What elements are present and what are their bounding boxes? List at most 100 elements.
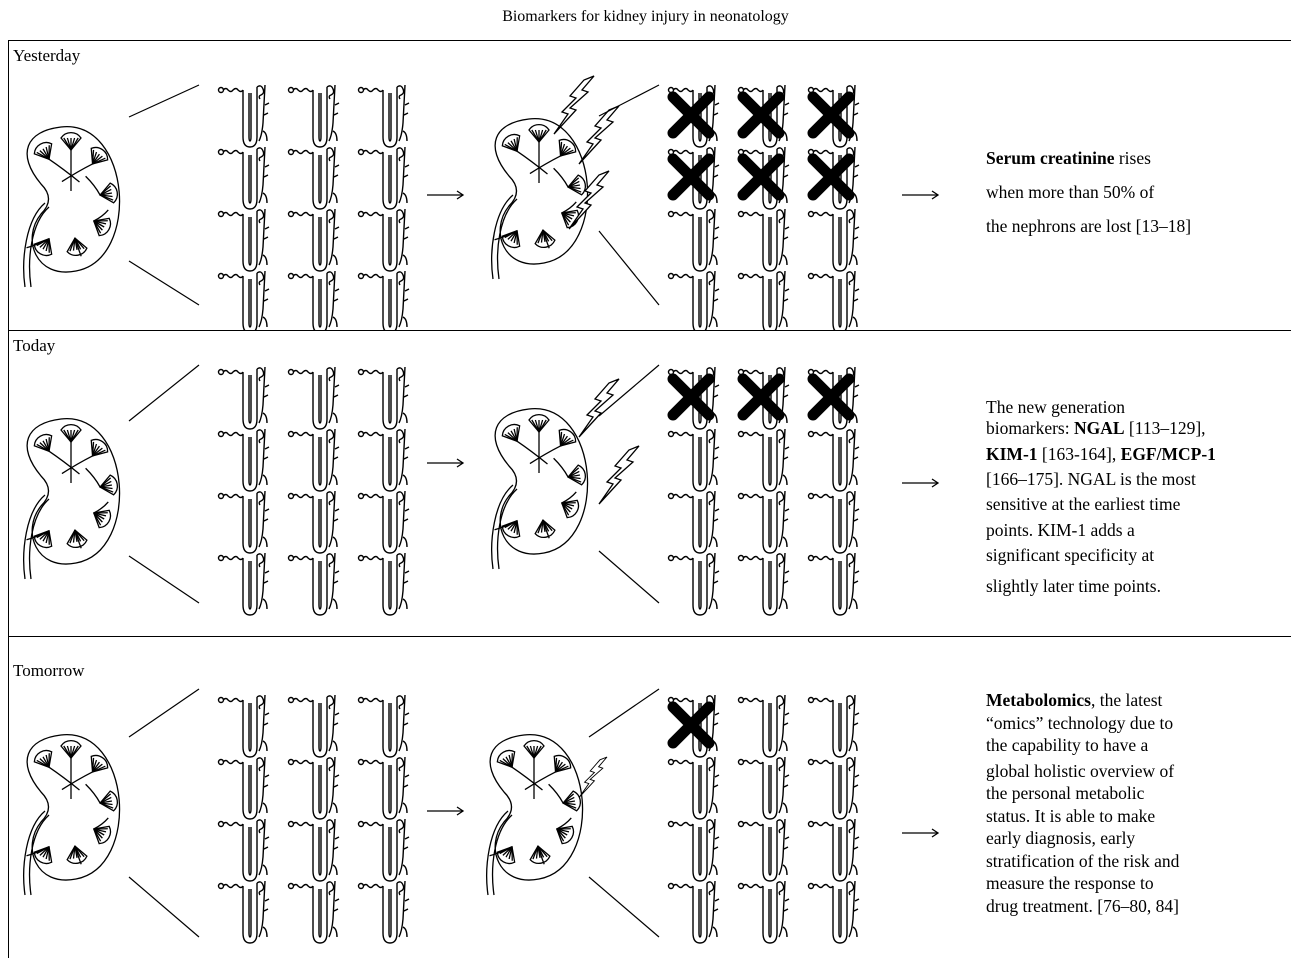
nephron-icon — [737, 208, 790, 272]
nephron-icon — [737, 490, 790, 554]
injured-kidney-icon — [491, 408, 589, 570]
lost-nephron-cross-icon — [737, 91, 785, 139]
nephron-icon — [807, 208, 860, 272]
nephron-icon — [737, 818, 790, 882]
nephron-icon — [807, 270, 860, 331]
nephron-icon — [217, 270, 270, 331]
lost-nephron-cross-icon — [667, 91, 715, 139]
row-label: Tomorrow — [13, 661, 85, 680]
nephron-icon — [737, 880, 790, 944]
nephron-grid-injured — [667, 366, 860, 616]
nephron-icon — [217, 880, 270, 944]
nephron-grid-healthy — [217, 84, 410, 331]
lightning-icon — [578, 105, 620, 165]
lost-nephron-cross-icon — [667, 153, 715, 201]
lost-nephron-cross-icon — [807, 153, 855, 201]
lost-nephron-cross-icon — [807, 373, 855, 421]
nephron-icon — [807, 756, 860, 820]
yesterday-illustration — [23, 75, 940, 331]
nephron-icon — [357, 366, 410, 430]
healthy-kidney-icon — [486, 734, 584, 896]
nephron-icon — [737, 428, 790, 492]
lost-nephron-cross-icon — [667, 701, 715, 749]
nephron-icon — [667, 490, 720, 554]
nephron-grid-healthy — [217, 694, 410, 944]
nephron-icon — [357, 146, 410, 210]
nephron-icon — [287, 208, 340, 272]
creatinine-description: Serum creatinine rises when more than 50… — [986, 148, 1192, 236]
nephron-grid-healthy — [217, 366, 410, 616]
nephron-icon — [217, 208, 270, 272]
nephron-icon — [807, 552, 860, 616]
zoom-lines — [128, 84, 200, 306]
nephron-icon — [287, 756, 340, 820]
lightning-icon — [568, 170, 610, 230]
arrow-icon — [427, 458, 465, 468]
nephron-icon — [807, 694, 860, 758]
lightning-icon — [598, 445, 640, 505]
nephron-icon — [667, 428, 720, 492]
nephron-icon — [357, 84, 410, 148]
lightning-icon — [578, 378, 620, 438]
nephron-icon — [287, 366, 340, 430]
healthy-kidney-icon — [23, 418, 121, 580]
nephron-icon — [357, 880, 410, 944]
nephron-icon — [217, 428, 270, 492]
nephron-icon — [287, 490, 340, 554]
nephron-icon — [807, 880, 860, 944]
nephron-icon — [357, 208, 410, 272]
nephron-icon — [737, 552, 790, 616]
nephron-icon — [287, 818, 340, 882]
row-label: Today — [13, 336, 56, 355]
zoom-lines — [588, 688, 660, 938]
nephron-icon — [217, 552, 270, 616]
nephron-icon — [287, 694, 340, 758]
nephron-icon — [287, 270, 340, 331]
zoom-lines — [598, 84, 660, 306]
healthy-kidney-icon — [23, 734, 121, 896]
arrow-icon — [427, 806, 465, 816]
arrow-icon — [427, 190, 465, 200]
nephron-grid-injured — [667, 694, 860, 944]
nephron-icon — [667, 270, 720, 331]
nephron-icon — [287, 552, 340, 616]
nephron-icon — [217, 818, 270, 882]
lightning-icon — [578, 756, 608, 798]
nephron-icon — [357, 428, 410, 492]
nephron-icon — [737, 270, 790, 331]
lost-nephron-cross-icon — [807, 91, 855, 139]
nephron-icon — [357, 756, 410, 820]
nephron-icon — [737, 756, 790, 820]
lost-nephron-cross-icon — [737, 373, 785, 421]
healthy-kidney-icon — [23, 126, 121, 288]
nephron-icon — [217, 366, 270, 430]
lost-nephron-cross-icon — [667, 373, 715, 421]
row-yesterday: Yesterday Serum creatinine rises when mo… — [8, 40, 1291, 331]
nephron-icon — [357, 694, 410, 758]
nephron-icon — [217, 490, 270, 554]
arrow-icon — [902, 478, 940, 488]
nephron-icon — [217, 694, 270, 758]
zoom-lines — [598, 364, 660, 604]
arrow-icon — [902, 190, 940, 200]
nephron-icon — [357, 490, 410, 554]
nephron-icon — [667, 208, 720, 272]
zoom-lines — [128, 688, 200, 938]
nephron-icon — [807, 428, 860, 492]
nephron-grid-injured — [667, 84, 860, 331]
nephron-icon — [667, 756, 720, 820]
injured-kidney-icon — [491, 118, 589, 280]
nephron-icon — [287, 428, 340, 492]
nephron-icon — [357, 552, 410, 616]
lightning-icon — [553, 75, 595, 135]
row-today: Today The new generation biomarkers: NGA… — [8, 330, 1291, 636]
nephron-icon — [217, 146, 270, 210]
nephron-icon — [737, 694, 790, 758]
metabolomics-description: Metabolomics, the latest “omics” technol… — [986, 690, 1180, 916]
zoom-lines — [128, 364, 200, 604]
nephron-icon — [217, 84, 270, 148]
nephron-icon — [287, 146, 340, 210]
tomorrow-illustration — [23, 688, 940, 944]
figure-title: Biomarkers for kidney injury in neonatol… — [502, 8, 789, 25]
today-illustration — [23, 364, 940, 616]
